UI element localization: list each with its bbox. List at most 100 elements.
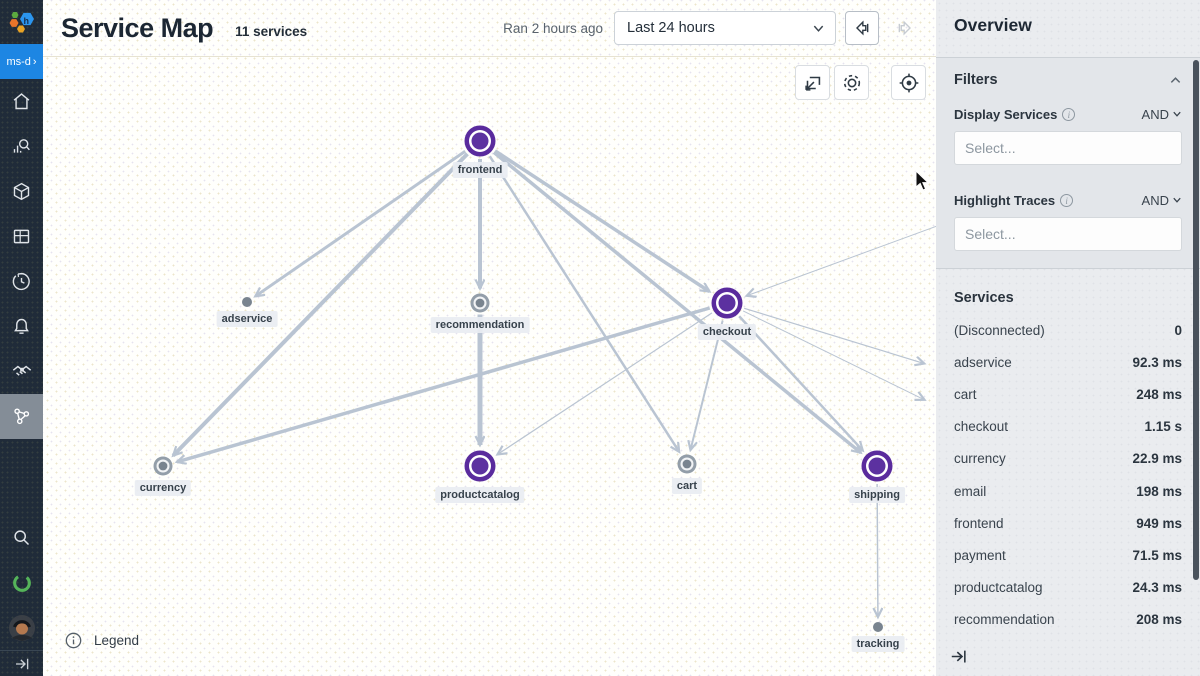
service-latency: 1.15 s (1144, 419, 1182, 435)
node-label-shipping[interactable]: shipping (849, 487, 905, 503)
honeycomb-logo[interactable]: h (0, 0, 43, 44)
node-label-frontend[interactable]: frontend (452, 162, 508, 178)
service-name: productcatalog (954, 580, 1043, 596)
history-back-button[interactable] (845, 11, 879, 45)
node-shipping[interactable] (861, 450, 893, 482)
edge-offscreen-in-checkout (747, 225, 936, 296)
service-row[interactable]: adservice 92.3 ms (954, 346, 1182, 378)
node-adservice[interactable] (242, 297, 252, 307)
sidebar-expand-button[interactable] (0, 650, 43, 676)
sidebar-item-profile[interactable] (0, 605, 43, 650)
highlight-traces-select[interactable]: Select... (954, 217, 1182, 251)
node-label-productcatalog[interactable]: productcatalog (435, 487, 525, 503)
filters-header[interactable]: Filters (954, 58, 1182, 102)
legend-toggle[interactable]: Legend (65, 632, 139, 649)
sidebar-item-home[interactable] (0, 79, 43, 124)
node-label-tracking[interactable]: tracking (851, 636, 905, 652)
target-icon (899, 73, 918, 92)
node-label-cart[interactable]: cart (671, 478, 703, 494)
fit-view-icon (804, 76, 820, 91)
service-latency: 949 ms (1136, 515, 1182, 531)
sidebar-item-status[interactable] (0, 560, 43, 605)
left-nav: h ms-d› (0, 0, 43, 676)
ran-timestamp: Ran 2 hours ago (503, 20, 603, 36)
service-row[interactable]: currency 22.9 ms (954, 443, 1182, 475)
center-view-button[interactable] (891, 65, 926, 100)
service-latency: 92.3 ms (1132, 354, 1182, 370)
node-cart[interactable] (677, 454, 697, 474)
display-services-operator[interactable]: AND (1142, 107, 1182, 122)
svg-text:h: h (23, 16, 29, 26)
display-services-label: Display Services (954, 106, 1058, 122)
info-icon: i (1062, 107, 1076, 121)
page-header: Service Map 11 services Ran 2 hours ago … (43, 0, 936, 57)
chevron-down-icon (1173, 111, 1181, 117)
service-map-graph (153, 125, 936, 632)
info-icon: i (1060, 193, 1074, 207)
sidebar-bottom (0, 515, 43, 676)
node-label-checkout[interactable]: checkout (697, 324, 757, 340)
service-name: frontend (954, 515, 1004, 531)
node-label-currency[interactable]: currency (134, 480, 192, 496)
display-services-select[interactable]: Select... (954, 131, 1182, 165)
bell-icon (14, 318, 29, 334)
fit-view-button[interactable] (795, 65, 830, 100)
boards-icon (13, 229, 30, 244)
service-map-canvas[interactable]: frontend adservice recommendation checkout c… (43, 57, 936, 676)
node-currency[interactable] (153, 456, 173, 476)
service-name: currency (954, 451, 1006, 467)
panel-scrollbar[interactable] (1193, 60, 1199, 580)
sidebar-item-slos[interactable] (0, 349, 43, 394)
sidebar-item-service-map[interactable] (0, 394, 43, 439)
edge-frontend-cart (488, 155, 679, 452)
sidebar-item-search[interactable] (0, 515, 43, 560)
sidebar-item-datasets[interactable] (0, 169, 43, 214)
history-forward-button[interactable] (888, 11, 922, 45)
environment-switcher[interactable]: ms-d› (0, 44, 43, 79)
node-labels-layer: frontend adservice recommendation checkout c… (43, 57, 936, 676)
time-range-select[interactable]: Last 24 hours (614, 11, 836, 45)
highlight-mode-button[interactable] (834, 65, 869, 100)
services-section: Services (Disconnected)0 adservice 92.3 ms… (936, 270, 1200, 676)
sidebar-item-boards[interactable] (0, 214, 43, 259)
node-label-recommendation[interactable]: recommendation (430, 317, 530, 333)
forward-arrow-icon (898, 20, 912, 36)
sidebar-item-triggers[interactable] (0, 304, 43, 349)
edge-frontend-currency (173, 152, 469, 456)
highlight-traces-operator[interactable]: AND (1142, 193, 1182, 208)
service-map-icon (14, 408, 30, 425)
service-name: adservice (954, 354, 1012, 370)
node-checkout[interactable] (711, 287, 743, 319)
node-frontend[interactable] (464, 125, 496, 157)
chevron-up-icon (1170, 76, 1181, 83)
edge-frontend-shipping (492, 151, 861, 452)
node-label-adservice[interactable]: adservice (216, 311, 278, 327)
edge-checkout-shipping (738, 315, 863, 450)
main-area: Service Map 11 services Ran 2 hours ago … (43, 0, 936, 676)
service-latency: 22.9 ms (1132, 451, 1182, 467)
node-recommendation[interactable] (470, 293, 490, 313)
filters-heading: Filters (954, 72, 998, 88)
service-row[interactable]: (Disconnected)0 (954, 314, 1182, 346)
collapse-panel-button[interactable] (949, 647, 968, 671)
service-latency: 0 (1174, 322, 1182, 338)
node-tracking[interactable] (873, 622, 883, 632)
info-icon (65, 632, 82, 649)
home-icon (13, 93, 30, 110)
service-row[interactable]: frontend 949 ms (954, 507, 1182, 539)
node-productcatalog[interactable] (464, 450, 496, 482)
highlight-traces-label: Highlight Traces (954, 192, 1056, 208)
services-heading: Services (954, 290, 1014, 306)
edge-frontend-checkout (494, 149, 709, 293)
sidebar-item-query[interactable] (0, 124, 43, 169)
dashed-circle-icon (843, 74, 860, 91)
filters-section: Filters Display Services i AND Select...… (936, 57, 1200, 269)
sidebar-item-history[interactable] (0, 259, 43, 304)
cube-icon (13, 182, 30, 201)
